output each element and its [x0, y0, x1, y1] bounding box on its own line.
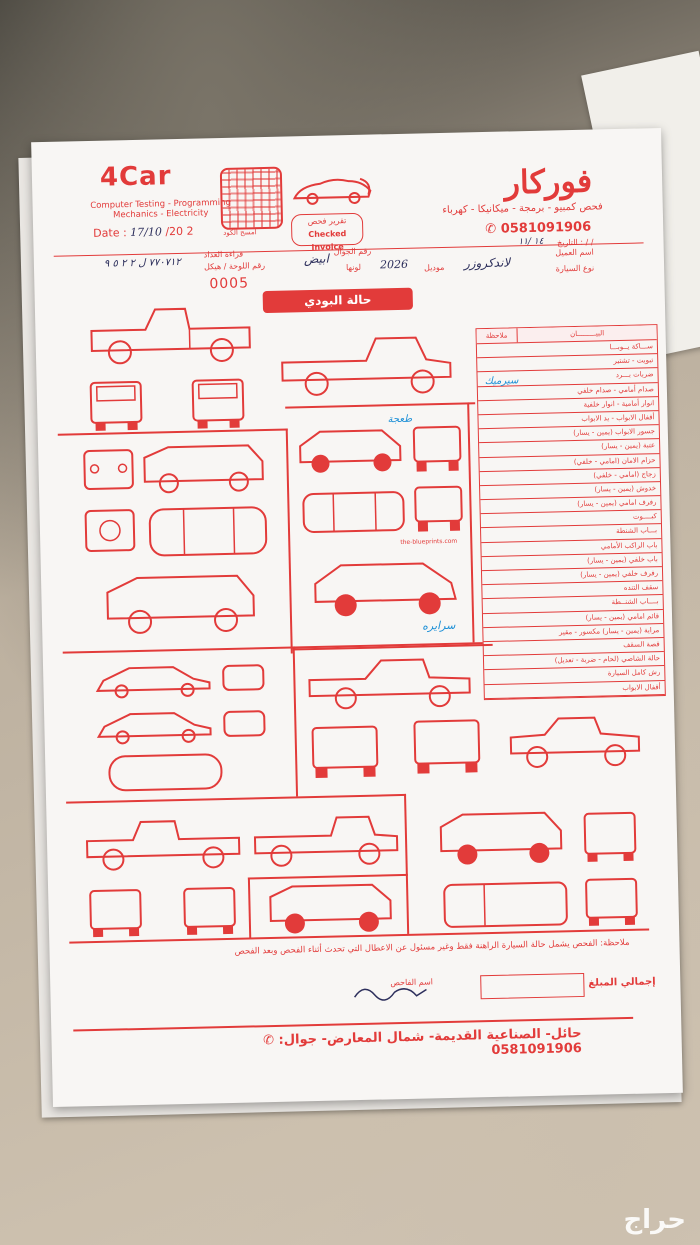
lc70-rear-diagram	[178, 880, 241, 939]
inspection-sheet: 4Car Computer Testing - Programming Mech…	[31, 127, 683, 1108]
grid-line	[292, 646, 298, 797]
grid-line	[247, 877, 251, 938]
lc70-wagon-side-diagram-2	[436, 806, 567, 871]
hilux-side-diagram	[305, 650, 476, 714]
fj-rear-diagram	[79, 502, 140, 563]
checklist-row: أقفال الابواب	[484, 680, 665, 699]
checked-invoice-badge: تقرير فحص Checked Invoice	[290, 212, 364, 252]
date-row: Date : 17/10 /20 2	[93, 225, 194, 240]
hilux-3q-diagram	[504, 707, 645, 774]
plate-label: رقم اللوحة / هيكل	[203, 260, 266, 272]
lc70-pickup-side-diagram	[82, 814, 243, 876]
fj-side-large-diagram	[101, 567, 263, 641]
fj-top-diagram	[143, 501, 272, 562]
sedan-rear-diagram	[220, 703, 269, 744]
whatsapp-icon: ✆	[485, 221, 501, 237]
address-text: حائل- الصناعية القديمة- شمال المعارض- جو…	[278, 1026, 583, 1059]
grid-line	[285, 428, 293, 654]
landcruiser-rear-diagram	[411, 481, 466, 536]
qr-caption: امسح الكود	[223, 228, 257, 237]
car-logo-icon	[290, 171, 375, 211]
total-amount-box	[480, 972, 585, 1000]
landcruiser-top-diagram	[299, 486, 408, 538]
grid-line	[404, 793, 409, 934]
disclaimer-note: ملاحظة: الفحص يشمل حالة السيارة الراهنة …	[234, 937, 630, 957]
whatsapp-icon: ✆	[262, 1032, 279, 1049]
date-year: /20 2	[165, 224, 194, 239]
model-value: 2026	[379, 257, 409, 272]
sedan-side-diagram	[93, 658, 214, 701]
model-label: موديل	[423, 262, 445, 273]
fj-front-diagram	[78, 442, 139, 499]
sedan-side-diagram-2	[94, 704, 215, 747]
damage-annotation-2: سرايره	[422, 618, 456, 633]
lc70-wagon-side-diagram	[266, 878, 397, 939]
footer-address: ✆ حائل- الصناعية القديمة- شمال المعارض- …	[181, 1026, 582, 1065]
mobile-label: رقم الجوال	[333, 246, 372, 257]
lc70-wagon-top-diagram	[440, 876, 571, 933]
lc70-wagon-front-diagram	[578, 805, 641, 868]
inspector-signature	[350, 979, 430, 1003]
odometer-label: قراءة العداد	[203, 249, 244, 260]
pickup-side-diagram-2	[276, 329, 458, 403]
sedan-front-diagram	[219, 657, 268, 698]
logo-4car: 4Car	[99, 161, 172, 193]
damage-annotation: طعجة	[387, 413, 413, 426]
haraj-watermark: حراج	[623, 1205, 686, 1235]
header-phone: ✆ 0581091906	[485, 220, 591, 237]
qr-code	[219, 166, 284, 230]
blueprint-credit: the-blueprints.com	[400, 537, 458, 546]
customer-label: اسم العميل	[555, 247, 594, 258]
lc70-wagon-rear-diagram	[580, 871, 643, 930]
phone-number: 0581091906	[500, 219, 592, 237]
lc70-pickup-side-diagram-2	[250, 810, 401, 871]
car-type-label: نوع السيارة	[555, 263, 595, 274]
lc70-front-diagram	[84, 882, 147, 941]
landcruiser-side-diagram	[296, 420, 407, 478]
pickup-front-diagram	[84, 372, 147, 433]
total-amount-label: إجمالي المبلغ	[588, 976, 656, 989]
section-title: حالة البودي	[262, 287, 414, 314]
pickup-rear-diagram	[186, 369, 249, 430]
date-value: 17/10	[130, 225, 163, 240]
color-value: ابيض	[303, 251, 330, 267]
date-label: Date :	[93, 226, 127, 240]
landcruiser-front-diagram	[410, 421, 465, 476]
fj-side-diagram	[138, 439, 269, 498]
services-ar: فحص كمبيو - برمجة - ميكانيكا - كهرباء	[442, 201, 603, 216]
pickup-side-diagram	[85, 297, 257, 371]
sedan-top-diagram	[105, 748, 226, 797]
date-label-ar: التاريخ : / /	[556, 237, 594, 248]
plate-value: ٧٧٠٧١٢ ل ٢ ٢ ٥ ٩	[103, 256, 181, 270]
hilux-rear-diagram	[306, 716, 383, 784]
hilux-front-diagram	[408, 710, 486, 782]
checklist-header-note: ملاحظة	[476, 328, 518, 344]
brand-ar: فوركار	[504, 161, 593, 202]
grid-line	[467, 402, 475, 643]
landcruiser-side-large-diagram	[311, 553, 462, 622]
checklist-handwritten-note: سيرميك	[484, 375, 519, 388]
report-number: 0005	[209, 275, 250, 293]
car-type-value: لاندكروزر	[463, 255, 511, 271]
color-label: لونها	[345, 262, 362, 273]
grid-line	[285, 402, 476, 409]
